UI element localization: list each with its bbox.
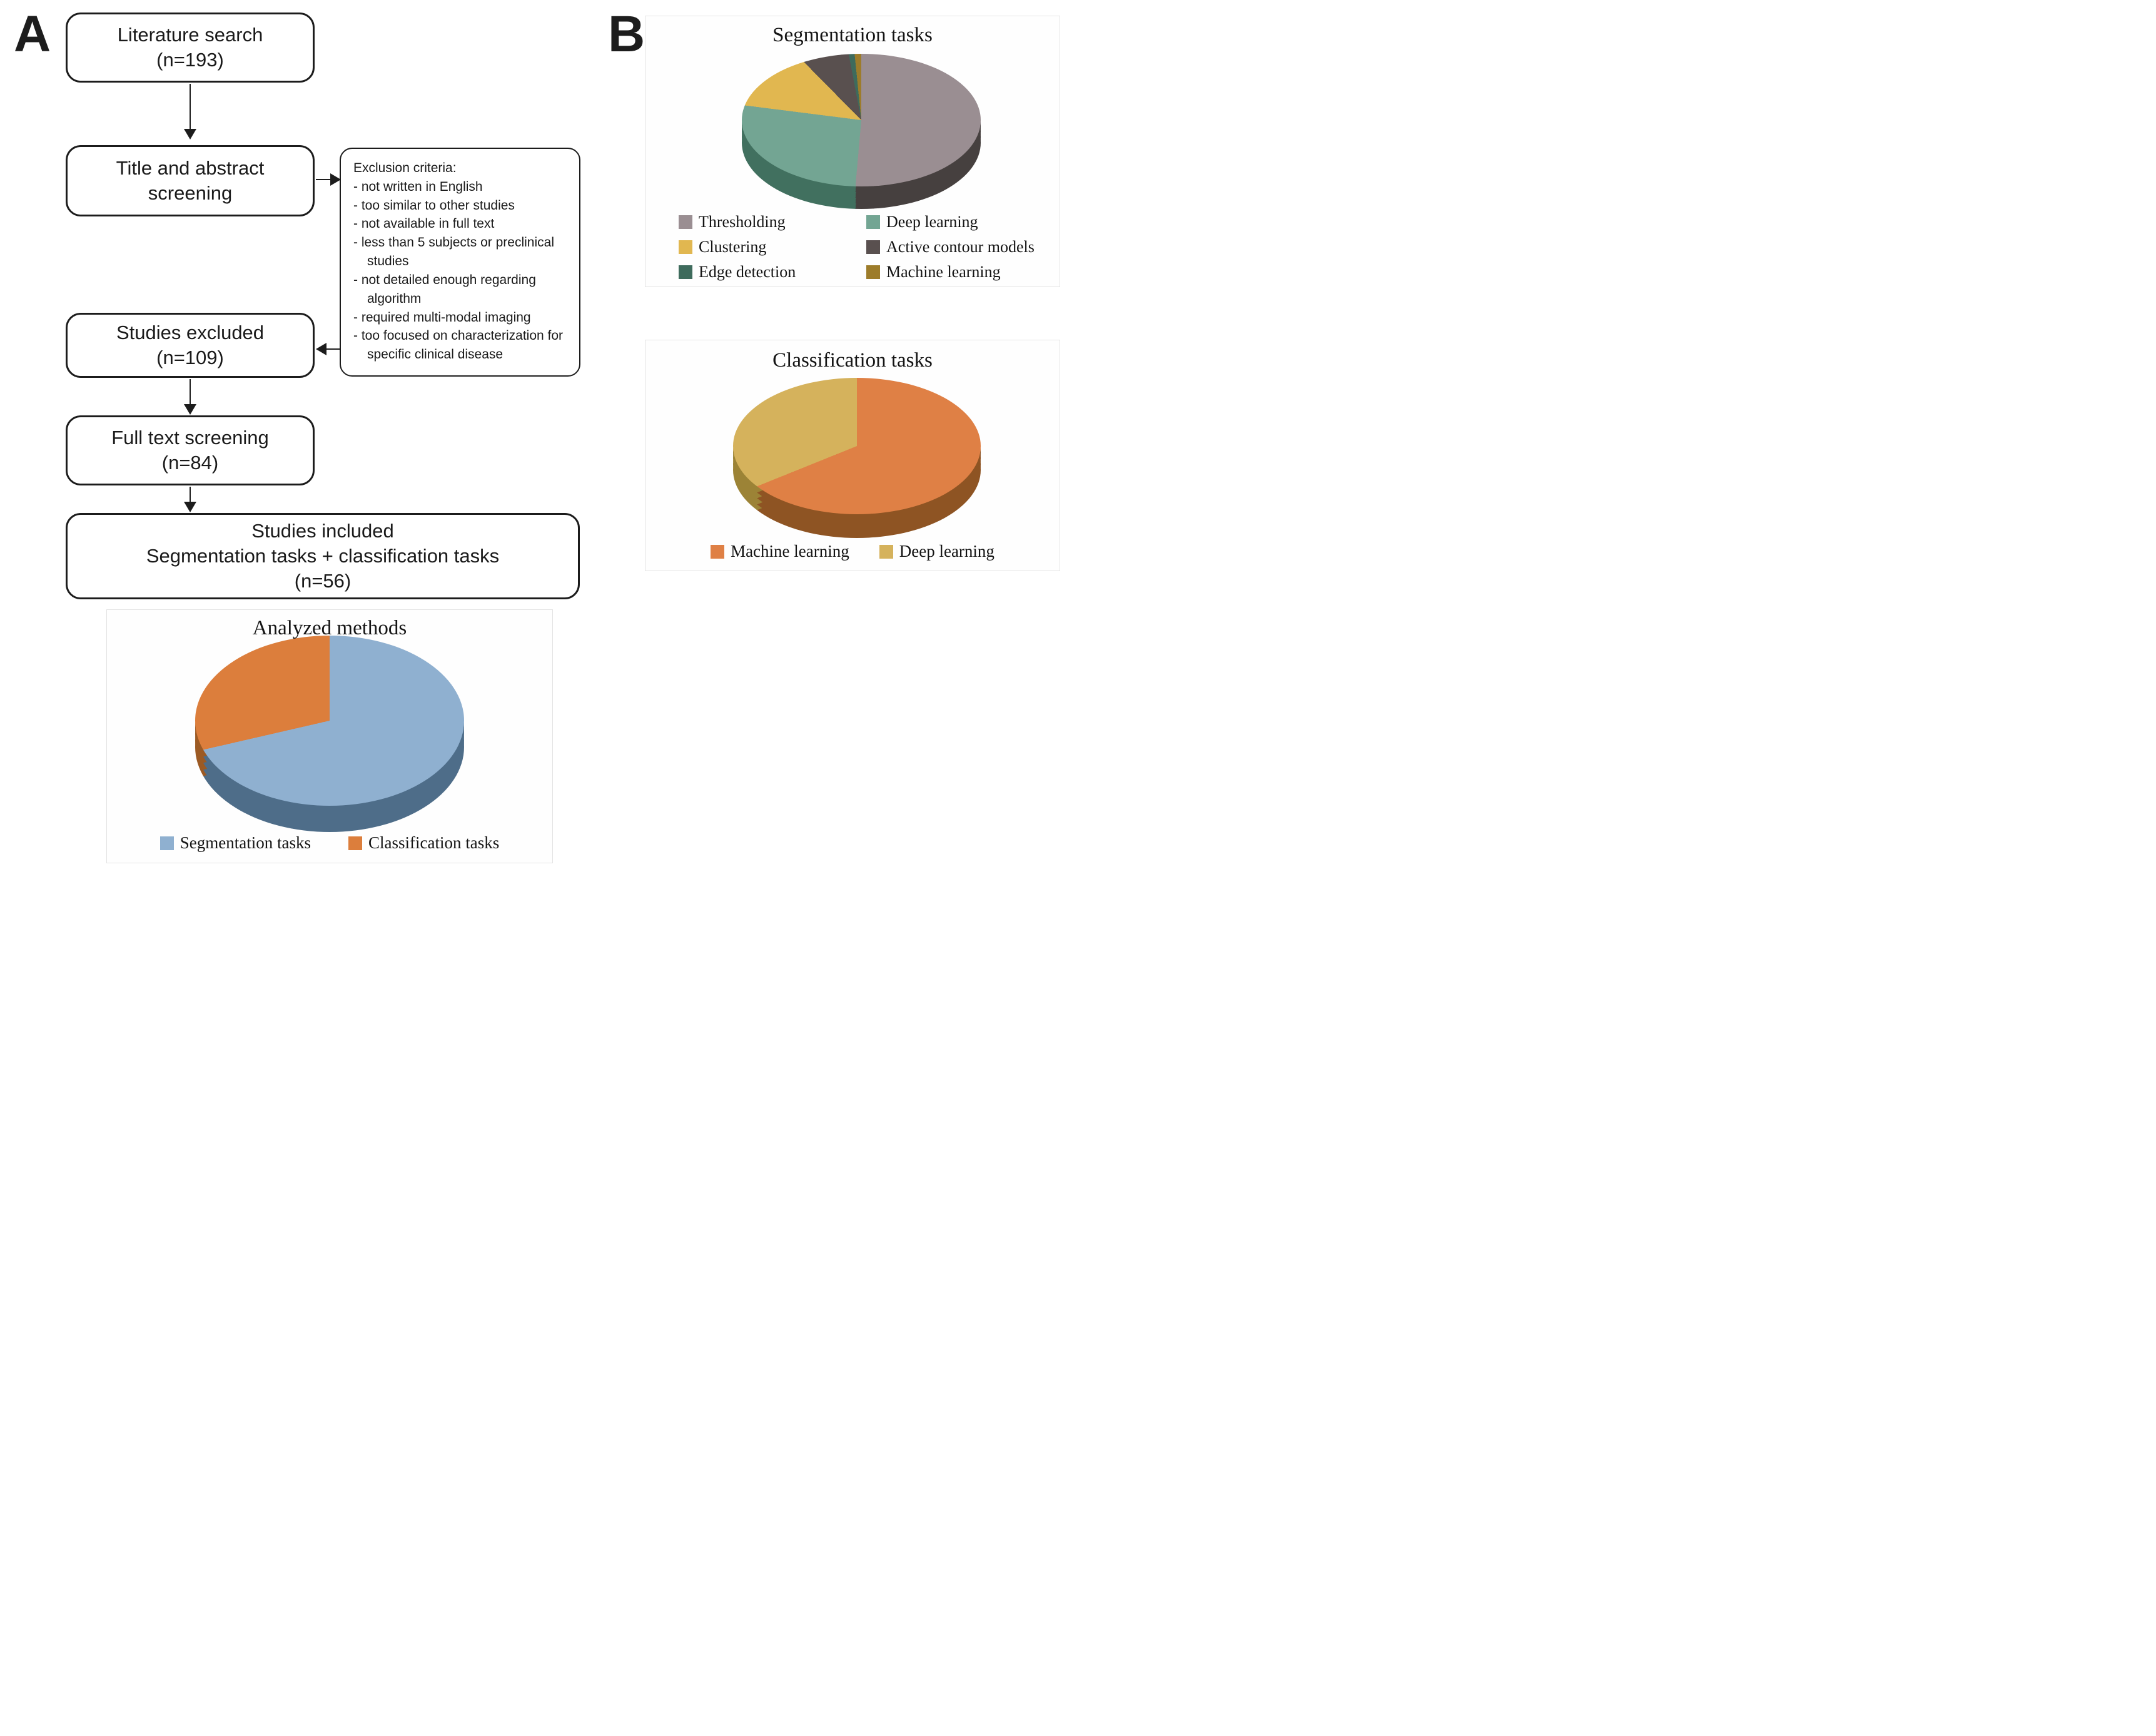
legend-swatch-deep-learning (879, 544, 893, 559)
legend-item: Deep learning (866, 213, 1041, 231)
arrow-line-exclusion-to-excluded (326, 348, 340, 350)
legend-item: Edge detection (679, 263, 866, 282)
legend-swatch-edge-detection (679, 265, 692, 279)
flow-box-count: (n=109) (156, 347, 224, 368)
arrow-line-excluded-to-fulltext (190, 379, 191, 405)
flow-box-title: Studies included (251, 519, 394, 542)
arrow-head-down-icon (184, 502, 196, 512)
segmentation-tasks-title: Segmentation tasks (772, 24, 933, 46)
pie-analyzed-methods (195, 636, 464, 832)
flow-box-full-text-screening: Full text screening (n=84) (66, 415, 315, 485)
flow-box-title: Studies excluded (116, 321, 265, 343)
flow-box-count: (n=84) (161, 452, 219, 474)
legend-label: Active contour models (886, 238, 1035, 256)
classification-tasks-title: Classification tasks (772, 349, 933, 372)
flow-box-title: Literature search (117, 23, 263, 46)
legend-label: Clustering (699, 238, 767, 256)
legend-item: Segmentation tasks (159, 833, 311, 853)
legend-classification-tasks: Machine learning Deep learning (645, 542, 1060, 561)
pie-classification-tasks (733, 378, 981, 538)
flow-box-studies-included: Studies included Segmentation tasks + cl… (66, 513, 580, 599)
legend-swatch-machine-learning (866, 265, 880, 279)
arrow-head-left-icon (316, 343, 326, 355)
figure-canvas: A Literature search (n=193) Title and ab… (0, 0, 1078, 868)
legend-item: Active contour models (866, 238, 1041, 256)
arrow-line-literature-to-screening (190, 84, 191, 130)
legend-label: Deep learning (899, 542, 994, 561)
legend-item: Deep learning (879, 542, 994, 561)
legend-item: Thresholding (679, 213, 866, 231)
legend-label: Deep learning (886, 213, 978, 231)
legend-label: Machine learning (886, 263, 1001, 281)
exclusion-criteria-item: - too focused on characterization for sp… (353, 328, 564, 362)
flow-box-count: (n=193) (156, 49, 224, 71)
legend-label: Machine learning (731, 542, 849, 561)
flow-box-title-abstract-screening: Title and abstract screening (66, 145, 315, 216)
arrow-head-right-icon (330, 173, 341, 186)
flow-box-count: (n=56) (294, 570, 352, 592)
legend-swatch-clustering (679, 240, 692, 254)
legend-item: Machine learning (711, 542, 849, 561)
panel-a-label: A (14, 6, 51, 63)
exclusion-criteria-item: - not written in English (353, 179, 483, 194)
arrow-head-down-icon (184, 129, 196, 140)
arrow-line-fulltext-to-included (190, 487, 191, 503)
flow-box-title: screening (148, 182, 233, 204)
exclusion-criteria-box: Exclusion criteria: - not written in Eng… (340, 148, 580, 377)
pie-top-face (195, 636, 464, 806)
pie-segmentation-tasks (742, 54, 981, 209)
exclusion-criteria-item: - not available in full text (353, 216, 495, 231)
legend-swatch-machine-learning (711, 544, 725, 559)
panel-b-label: B (608, 6, 645, 63)
flow-box-title: Title and abstract (116, 156, 265, 179)
legend-label: Thresholding (699, 213, 786, 231)
exclusion-criteria-title: Exclusion criteria: (353, 161, 457, 175)
exclusion-criteria-item: - too similar to other studies (353, 198, 515, 213)
exclusion-criteria-item: - not detailed enough regarding algorith… (353, 272, 536, 306)
flow-box-title: Full text screening (111, 426, 269, 449)
flow-box-literature-search: Literature search (n=193) (66, 13, 315, 83)
flow-box-studies-excluded: Studies excluded (n=109) (66, 313, 315, 378)
legend-swatch-classification-tasks (348, 836, 362, 850)
legend-label: Edge detection (699, 263, 796, 281)
legend-swatch-thresholding (679, 215, 692, 229)
arrow-line-screening-to-exclusion (316, 179, 332, 180)
legend-segmentation-tasks: Thresholding Deep learning Clustering Ac… (679, 213, 1041, 282)
legend-swatch-deep-learning (866, 215, 880, 229)
legend-item: Clustering (679, 238, 866, 256)
legend-label: Segmentation tasks (180, 833, 311, 852)
legend-swatch-active-contour-models (866, 240, 880, 254)
legend-analyzed-methods: Segmentation tasks Classification tasks (106, 833, 553, 853)
legend-item: Machine learning (866, 263, 1041, 282)
legend-item: Classification tasks (348, 833, 499, 853)
flow-box-subtitle: Segmentation tasks + classification task… (146, 544, 500, 567)
arrow-head-down-icon (184, 404, 196, 415)
pie-top-face (742, 54, 981, 186)
legend-swatch-segmentation-tasks (159, 836, 174, 850)
exclusion-criteria-item: - less than 5 subjects or preclinical st… (353, 235, 554, 269)
pie-top-face (733, 378, 981, 514)
exclusion-criteria-item: - required multi-modal imaging (353, 310, 531, 325)
legend-label: Classification tasks (368, 833, 500, 852)
